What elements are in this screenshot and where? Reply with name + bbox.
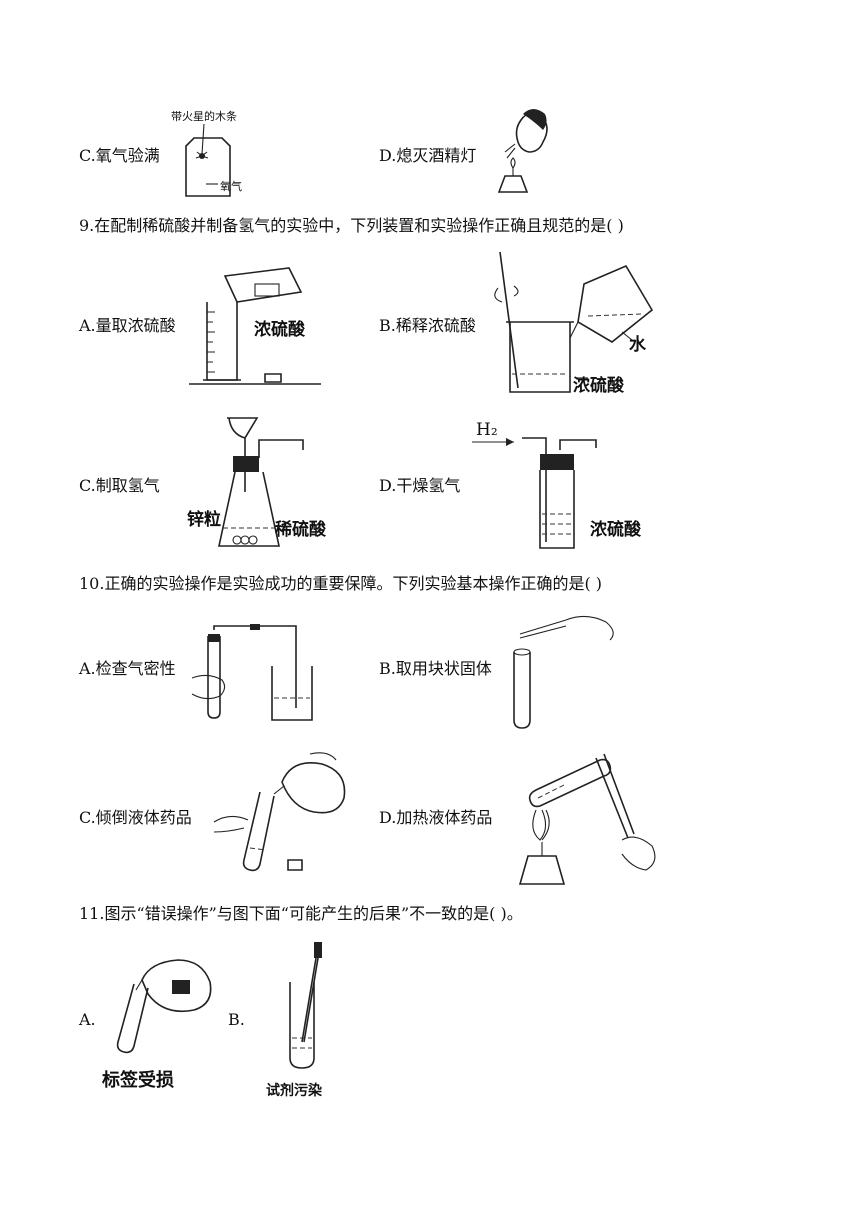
heat-liquid-figure	[518, 753, 656, 885]
fig-label-splint: 带火星的木条	[171, 110, 237, 123]
measure-acid-figure	[189, 267, 321, 385]
fig-label-conc-acid-a: 浓硫酸	[254, 320, 305, 340]
reagent-contamination-figure	[289, 942, 322, 1069]
oxygen-test-figure	[185, 123, 231, 197]
fig-caption-label-damage: 标签受损	[102, 1070, 174, 1091]
label-damage-figure	[116, 959, 212, 1054]
option-d-text: D.熄灭酒精灯	[379, 146, 477, 165]
dilute-acid-figure	[494, 251, 654, 393]
q10-stem: 10.正确的实验操作是实验成功的重要保障。下列实验基本操作正确的是( )	[79, 574, 603, 593]
q11-option-a: A.	[79, 1010, 96, 1029]
fig-label-dilute-acid: 稀硫酸	[275, 520, 326, 540]
fig-label-water: 水	[629, 335, 646, 355]
fig-label-zinc: 锌粒	[187, 510, 221, 530]
fig-label-h2: H₂	[476, 420, 498, 440]
airtightness-check-figure	[191, 624, 313, 721]
blow-lamp-figure	[497, 109, 548, 193]
fig-label-oxygen: 氧气	[220, 180, 242, 193]
q9-option-b: B.稀释浓硫酸	[379, 316, 476, 335]
q9-option-c: C.制取氢气	[79, 476, 160, 495]
q11-option-b: B.	[228, 1010, 245, 1029]
q10-option-b: B.取用块状固体	[379, 659, 492, 678]
q11-stem: 11.图示“错误操作”与图下面“可能产生的后果”不一致的是( )。	[79, 904, 523, 923]
fig-label-conc-acid-d: 浓硫酸	[590, 520, 641, 540]
q10-option-c: C.倾倒液体药品	[79, 808, 192, 827]
q9-option-a: A.量取浓硫酸	[79, 316, 176, 335]
dry-hydrogen-figure	[472, 437, 597, 549]
fig-caption-reagent-contamination: 试剂污染	[266, 1083, 322, 1099]
q9-option-d: D.干燥氢气	[379, 476, 461, 495]
option-c-text: C.氧气验满	[79, 146, 160, 165]
take-solid-figure	[513, 615, 614, 729]
fig-label-conc-acid-b: 浓硫酸	[573, 376, 624, 396]
pour-liquid-figure	[213, 752, 346, 872]
q9-stem: 9.在配制稀硫酸并制备氢气的实验中，下列装置和实验操作正确且规范的是( )	[79, 216, 624, 235]
q10-option-a: A.检查气密性	[79, 659, 176, 678]
q10-option-d: D.加热液体药品	[379, 808, 493, 827]
hydrogen-generation-figure	[218, 417, 304, 547]
